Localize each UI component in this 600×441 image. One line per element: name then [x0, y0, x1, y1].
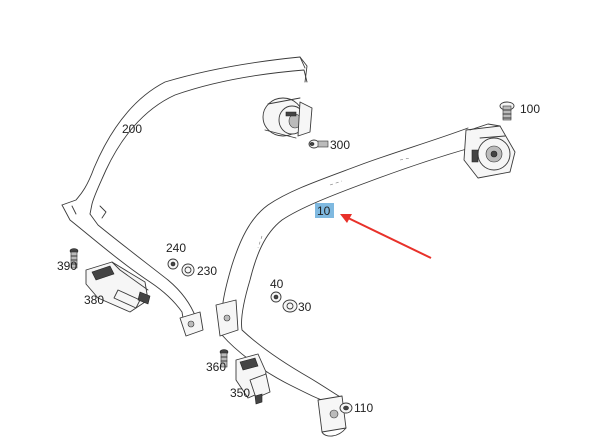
callout-300: 300: [330, 138, 350, 152]
callout-200: 200: [122, 122, 142, 136]
callout-10: 10: [317, 204, 331, 218]
callout-110: 110: [354, 401, 373, 415]
buckle-350: [235, 353, 271, 405]
washer-30: [282, 299, 298, 313]
part-10-highlight: [315, 203, 334, 218]
callout-100: 100: [520, 102, 540, 116]
callout-350: 350: [230, 386, 250, 400]
callout-380: 380: [84, 293, 104, 307]
washer-40: [270, 291, 282, 303]
nut-110: [339, 402, 353, 414]
callout-390: 390: [57, 259, 77, 273]
bolt-100: [499, 101, 515, 121]
front-belt-strap-10: [215, 127, 471, 437]
callout-360: 360: [206, 360, 226, 374]
callout-230: 230: [197, 264, 217, 278]
washer-240: [167, 258, 179, 270]
retractor-300-assembly: [262, 97, 313, 139]
bolt-300: [308, 139, 329, 149]
red-pointer-arrow: [340, 214, 432, 259]
bolt-360: [219, 349, 229, 368]
buckle-380: [85, 261, 151, 313]
washer-230: [181, 263, 195, 277]
callout-240: 240: [166, 241, 186, 255]
bolt-390: [69, 248, 79, 269]
callout-30: 30: [298, 300, 312, 314]
retractor-100-assembly: [463, 123, 516, 179]
callout-40: 40: [270, 277, 284, 291]
rear-belt-strap-200: [61, 56, 308, 337]
